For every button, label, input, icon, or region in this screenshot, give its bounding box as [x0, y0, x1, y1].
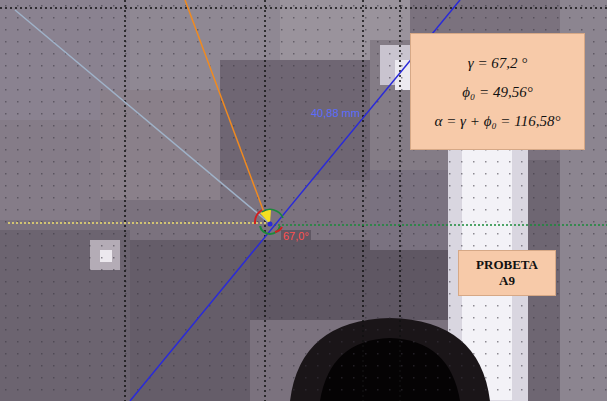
formula-text: γ = 67,2 ° — [468, 54, 528, 72]
formula-text: ϕ₀ = 49,56° — [462, 83, 532, 101]
formula-box: γ = 67,2 ° ϕ₀ = 49,56° α = γ + ϕ₀ = 116,58… — [410, 33, 585, 150]
formula-text: α = γ + ϕ₀ = 116,58° — [435, 112, 561, 130]
specimen-name: PROBETA A9 — [476, 257, 538, 288]
specimen-label: PROBETA A9 — [458, 250, 556, 296]
angle-dimension: 67,0° — [281, 230, 311, 242]
length-dimension: 40,88 mm — [309, 107, 362, 119]
